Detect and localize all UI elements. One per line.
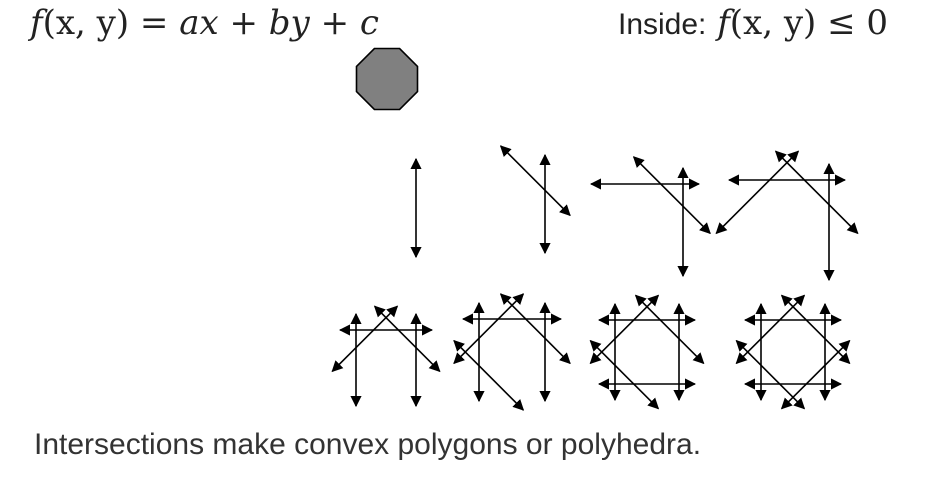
caption: Intersections make convex polygons or po… bbox=[34, 428, 702, 461]
half-plane-line-bl bbox=[453, 339, 525, 411]
inside-args: (x, y) bbox=[729, 3, 817, 43]
inside-condition: Inside: f(x, y) ≤ 0 bbox=[618, 3, 888, 43]
plane-equation: f(x, y) = ax + by + c bbox=[30, 3, 379, 43]
row2-step-4 bbox=[735, 294, 851, 410]
formula-equals: = bbox=[129, 3, 180, 43]
formula-function: f bbox=[30, 3, 43, 43]
formula-args: (x, y) bbox=[42, 3, 130, 43]
row2-step-1 bbox=[331, 305, 441, 408]
half-plane-line-bl bbox=[589, 339, 660, 410]
half-plane-line-tl bbox=[589, 294, 660, 365]
formula-rhs: ax + by + c bbox=[179, 3, 379, 43]
inside-function: f bbox=[717, 3, 730, 43]
row1-step-4 bbox=[715, 150, 859, 282]
half-plane-line-tl bbox=[331, 305, 399, 373]
inside-relation: ≤ 0 bbox=[816, 3, 889, 43]
row1-step-2 bbox=[499, 145, 571, 255]
half-plane-line-tr bbox=[634, 294, 705, 365]
half-plane-line-br bbox=[780, 339, 851, 410]
half-plane-line-tr bbox=[499, 145, 571, 217]
row2-step-3 bbox=[589, 294, 705, 410]
row2-step-2 bbox=[453, 293, 571, 411]
inside-label: Inside: bbox=[618, 8, 707, 41]
half-plane-line-tr bbox=[774, 150, 859, 235]
half-plane-line-tl bbox=[453, 293, 525, 365]
half-plane-line-tl bbox=[715, 150, 800, 235]
half-plane-line-bl bbox=[735, 339, 806, 410]
target-octagon bbox=[355, 47, 419, 111]
half-plane-line-tr bbox=[632, 156, 711, 235]
half-plane-line-tr bbox=[499, 293, 571, 365]
half-plane-line-tr bbox=[373, 305, 441, 373]
half-plane-line-tl bbox=[735, 294, 806, 365]
row1-step-3 bbox=[589, 156, 711, 278]
half-plane-line-tr bbox=[780, 294, 851, 365]
